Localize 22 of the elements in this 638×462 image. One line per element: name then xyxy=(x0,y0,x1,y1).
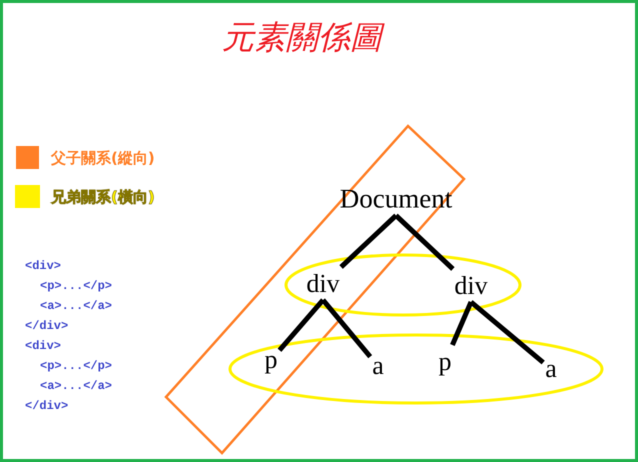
connector-line xyxy=(321,298,372,358)
connector-line xyxy=(450,301,474,346)
code-line: <p>...</p> xyxy=(40,359,112,373)
code-line: <a>...</a> xyxy=(40,299,112,313)
code-line: </div> xyxy=(25,319,68,333)
code-line: <div> xyxy=(25,259,62,273)
connector-line xyxy=(339,214,398,269)
connector-line xyxy=(278,298,325,352)
connector-line xyxy=(394,214,455,271)
code-line: <a>...</a> xyxy=(40,379,112,393)
node-label: a xyxy=(545,354,557,384)
code-line: <div> xyxy=(25,339,62,353)
node-label: p xyxy=(438,347,452,377)
node-label: a xyxy=(372,351,384,381)
connector-line xyxy=(469,300,545,364)
code-line: <p>...</p> xyxy=(40,279,112,293)
node-label: p xyxy=(264,345,278,375)
node-label: div xyxy=(306,269,340,299)
legend-label: 兄弟關系(橫向) xyxy=(51,188,155,204)
code-line: </div> xyxy=(25,399,68,413)
node-label: div xyxy=(454,271,488,301)
legend-label: 父子關系(縱向) xyxy=(51,150,155,166)
